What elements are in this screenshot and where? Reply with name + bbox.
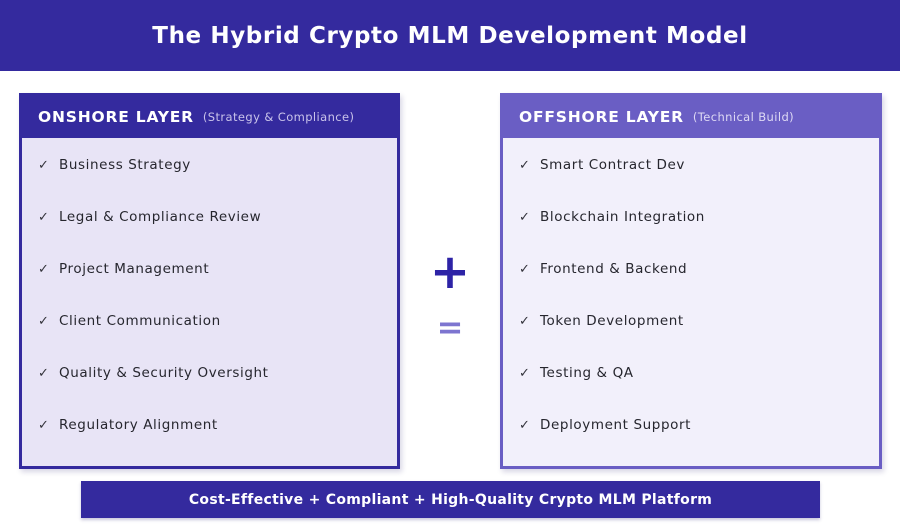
item-label: Token Development	[540, 313, 684, 329]
list-item: ✓ Testing & QA	[503, 347, 879, 399]
list-item: ✓ Client Communication	[22, 295, 397, 347]
list-item: ✓ Business Strategy	[22, 139, 397, 191]
check-icon: ✓	[38, 209, 49, 225]
check-icon: ✓	[38, 261, 49, 277]
offshore-layer-card: OFFSHORE LAYER (Technical Build) ✓ Smart …	[500, 93, 882, 469]
item-label: Project Management	[59, 261, 210, 277]
onshore-title: ONSHORE LAYER	[38, 108, 194, 126]
list-item: ✓ Token Development	[503, 295, 879, 347]
onshore-item-list: ✓ Business Strategy ✓ Legal & Compliance Re…	[22, 138, 397, 466]
header-banner: The Hybrid Crypto MLM Development Model	[0, 0, 900, 71]
onshore-card-header: ONSHORE LAYER (Strategy & Compliance)	[22, 96, 397, 138]
list-item: ✓ Quality & Security Oversight	[22, 347, 397, 399]
list-item: ✓ Blockchain Integration	[503, 191, 879, 243]
check-icon: ✓	[519, 157, 530, 173]
operators-column: + =	[400, 93, 500, 469]
check-icon: ✓	[519, 417, 530, 433]
list-item: ✓ Regulatory Alignment	[22, 399, 397, 451]
check-icon: ✓	[519, 261, 530, 277]
item-label: Smart Contract Dev	[540, 157, 685, 173]
offshore-item-list: ✓ Smart Contract Dev ✓ Blockchain Integrati…	[503, 138, 879, 466]
offshore-title: OFFSHORE LAYER	[519, 108, 684, 126]
item-label: Blockchain Integration	[540, 209, 705, 225]
check-icon: ✓	[38, 157, 49, 173]
footer-label: Cost-Effective + Compliant + High-Qualit…	[188, 491, 713, 508]
item-label: Frontend & Backend	[540, 261, 688, 277]
equals-symbol: =	[436, 308, 464, 346]
check-icon: ✓	[38, 365, 49, 381]
check-icon: ✓	[38, 417, 49, 433]
list-item: ✓ Project Management	[22, 243, 397, 295]
check-icon: ✓	[519, 313, 530, 329]
list-item: ✓ Smart Contract Dev	[503, 139, 879, 191]
footer-banner: Cost-Effective + Compliant + High-Qualit…	[81, 481, 820, 518]
item-label: Quality & Security Oversight	[59, 365, 269, 381]
check-icon: ✓	[38, 313, 49, 329]
item-label: Testing & QA	[540, 365, 634, 381]
page-title: The Hybrid Crypto MLM Development Model	[152, 22, 748, 49]
offshore-card-header: OFFSHORE LAYER (Technical Build)	[503, 96, 879, 138]
onshore-subtitle: (Strategy & Compliance)	[202, 110, 355, 124]
plus-symbol: +	[429, 244, 471, 300]
item-label: Deployment Support	[540, 417, 692, 433]
list-item: ✓ Legal & Compliance Review	[22, 191, 397, 243]
check-icon: ✓	[519, 209, 530, 225]
item-label: Business Strategy	[59, 157, 191, 173]
check-icon: ✓	[519, 365, 530, 381]
onshore-layer-card: ONSHORE LAYER (Strategy & Compliance) ✓ B…	[19, 93, 400, 469]
list-item: ✓ Deployment Support	[503, 399, 879, 451]
list-item: ✓ Frontend & Backend	[503, 243, 879, 295]
offshore-subtitle: (Technical Build)	[692, 110, 795, 124]
item-label: Legal & Compliance Review	[59, 209, 262, 225]
item-label: Client Communication	[59, 313, 221, 329]
item-label: Regulatory Alignment	[59, 417, 218, 433]
